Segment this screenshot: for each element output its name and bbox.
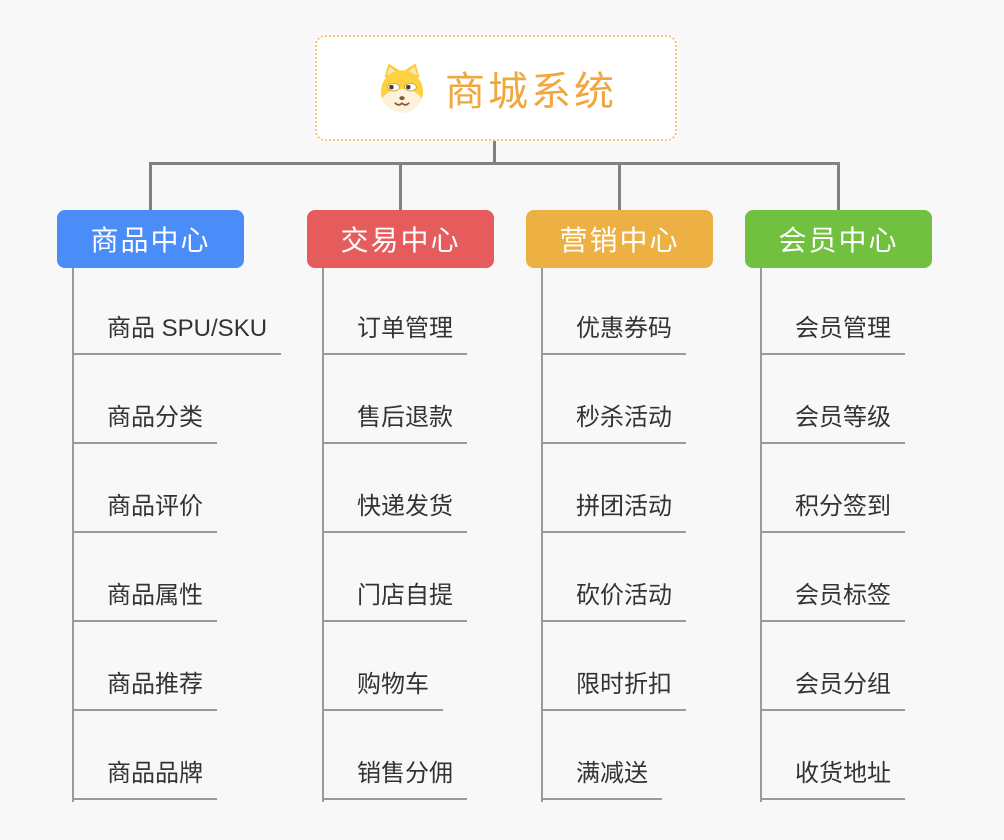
leaf-node[interactable]: 会员管理 (760, 313, 905, 355)
leaf-node[interactable]: 会员等级 (760, 402, 905, 444)
connector-drop (399, 164, 402, 210)
branch-spine (541, 268, 543, 802)
leaf-node[interactable]: 满减送 (541, 758, 662, 800)
leaf-node[interactable]: 积分签到 (760, 491, 905, 533)
connector-drop (149, 164, 152, 210)
leaf-node[interactable]: 限时折扣 (541, 669, 686, 711)
branch-label: 营销中心 (559, 225, 680, 256)
leaf-node[interactable]: 收货地址 (760, 758, 905, 800)
leaf-node[interactable]: 商品品牌 (72, 758, 217, 800)
branch-spine (322, 268, 324, 802)
leaf-node[interactable]: 商品分类 (72, 402, 217, 444)
branch-spine (760, 268, 762, 802)
branch-product-center[interactable]: 商品中心 (57, 210, 244, 268)
leaf-node[interactable]: 商品 SPU/SKU (72, 313, 282, 355)
connector-root-stub (493, 141, 496, 164)
root-title: 商城系统 (445, 70, 617, 114)
branch-spine (72, 268, 74, 802)
branch-label: 商品中心 (90, 225, 211, 256)
leaf-node[interactable]: 购物车 (322, 669, 443, 711)
dog-face-icon (380, 63, 424, 113)
branch-label: 交易中心 (340, 225, 461, 256)
connector-drop (837, 164, 840, 210)
connector-rail (149, 162, 840, 165)
leaf-node[interactable]: 商品推荐 (72, 669, 217, 711)
leaf-node[interactable]: 秒杀活动 (541, 402, 686, 444)
leaf-node[interactable]: 销售分佣 (322, 758, 467, 800)
branch-label: 会员中心 (778, 225, 899, 256)
leaf-node[interactable]: 优惠券码 (541, 313, 686, 355)
leaf-node[interactable]: 售后退款 (322, 402, 467, 444)
leaf-node[interactable]: 会员分组 (760, 669, 905, 711)
branch-member-center[interactable]: 会员中心 (745, 210, 932, 268)
leaf-node[interactable]: 门店自提 (322, 580, 467, 622)
leaf-node[interactable]: 订单管理 (322, 313, 467, 355)
leaf-node[interactable]: 商品评价 (72, 491, 217, 533)
leaf-node[interactable]: 砍价活动 (541, 580, 686, 622)
branch-trade-center[interactable]: 交易中心 (307, 210, 494, 268)
root-node[interactable]: 商城系统 (315, 35, 677, 141)
leaf-node[interactable]: 会员标签 (760, 580, 905, 622)
leaf-node[interactable]: 拼团活动 (541, 491, 686, 533)
connector-drop (618, 164, 621, 210)
leaf-node[interactable]: 商品属性 (72, 580, 217, 622)
branch-marketing-center[interactable]: 营销中心 (526, 210, 713, 268)
leaf-node[interactable]: 快递发货 (322, 491, 467, 533)
